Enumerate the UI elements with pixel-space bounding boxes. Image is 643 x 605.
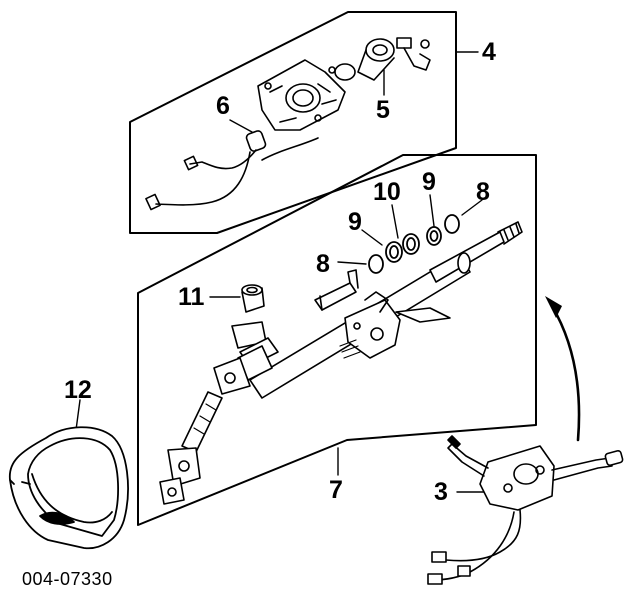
callout-11: 11 (178, 283, 205, 311)
callout-8-left: 8 (316, 250, 330, 278)
lock-housing (257, 59, 346, 131)
callout-8-top: 8 (476, 178, 490, 206)
part-11-bushing (241, 284, 265, 313)
part-3-combination-switch (427, 435, 624, 585)
callout-9-top: 9 (422, 168, 436, 196)
callout-3: 3 (434, 478, 448, 506)
lower-panel-outline (137, 154, 537, 526)
callout-10: 10 (373, 178, 401, 206)
callout-5: 5 (376, 96, 390, 124)
document-id: 004-07330 (22, 569, 113, 589)
rings (368, 214, 460, 274)
callout-4: 4 (482, 38, 496, 66)
part-6-switch-and-wires (145, 130, 319, 211)
leader-lines (75, 51, 487, 493)
steering-column (159, 221, 523, 505)
callout-9-left: 9 (348, 208, 362, 236)
callout-7: 7 (329, 476, 343, 504)
callout-6: 6 (216, 92, 230, 120)
lock-cylinder (328, 37, 431, 81)
curved-arrow (545, 296, 581, 442)
callout-12: 12 (64, 376, 92, 404)
part-12-cover (9, 426, 129, 550)
upper-panel-outline (129, 11, 457, 234)
